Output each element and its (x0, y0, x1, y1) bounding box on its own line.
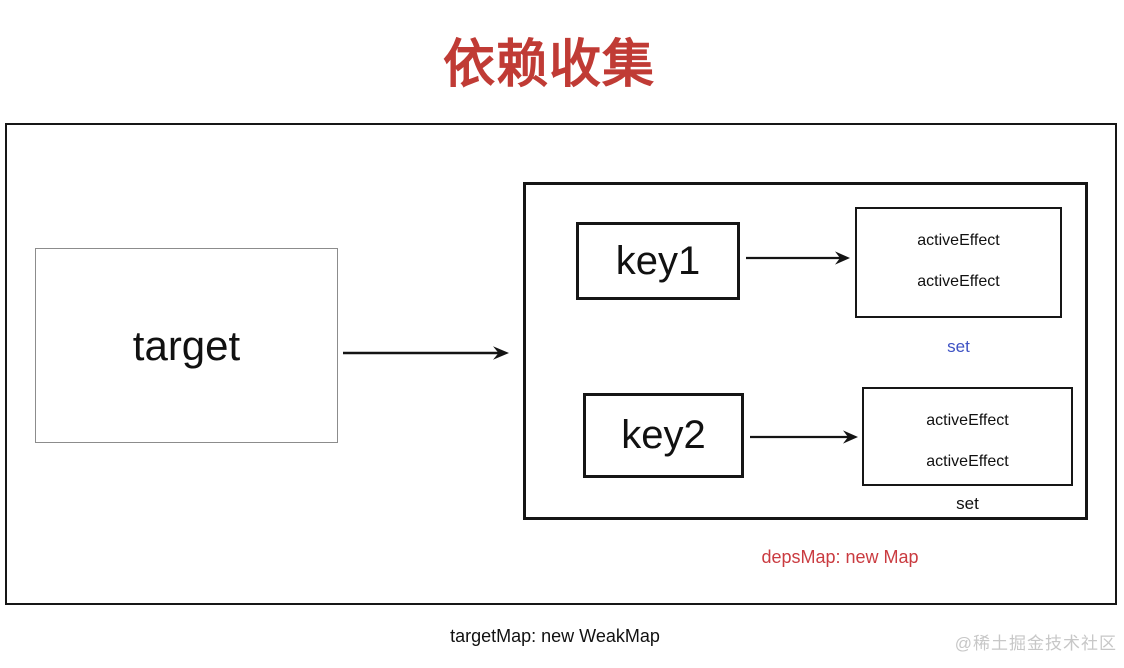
arrow-right-icon (343, 346, 509, 360)
activeeffect-item: activeEffect (926, 412, 1009, 429)
set-label-blue: set (947, 337, 970, 356)
key1-label: key1 (615, 238, 701, 283)
watermark: @稀土掘金技术社区 (954, 634, 1117, 653)
targetmap-caption: targetMap: new WeakMap (450, 626, 660, 646)
target-box: target (35, 248, 338, 443)
depsmap-caption: depsMap: new Map (761, 547, 919, 567)
page-title: 依赖收集 (442, 36, 655, 94)
key2-label: key2 (621, 413, 706, 457)
activeeffect-set-box-1: activeEffect activeEffect (855, 207, 1062, 318)
activeeffect-item: activeEffect (917, 273, 1000, 290)
key2-box: key2 (583, 393, 744, 478)
activeeffect-item: activeEffect (926, 453, 1009, 470)
arrow-right-icon (750, 430, 858, 444)
set-label-black: set (956, 494, 979, 513)
activeeffect-set-box-2: activeEffect activeEffect (862, 387, 1073, 486)
arrow-right-icon (746, 251, 850, 265)
key1-box: key1 (576, 222, 740, 300)
activeeffect-item: activeEffect (917, 232, 1000, 249)
target-label: target (132, 321, 241, 369)
